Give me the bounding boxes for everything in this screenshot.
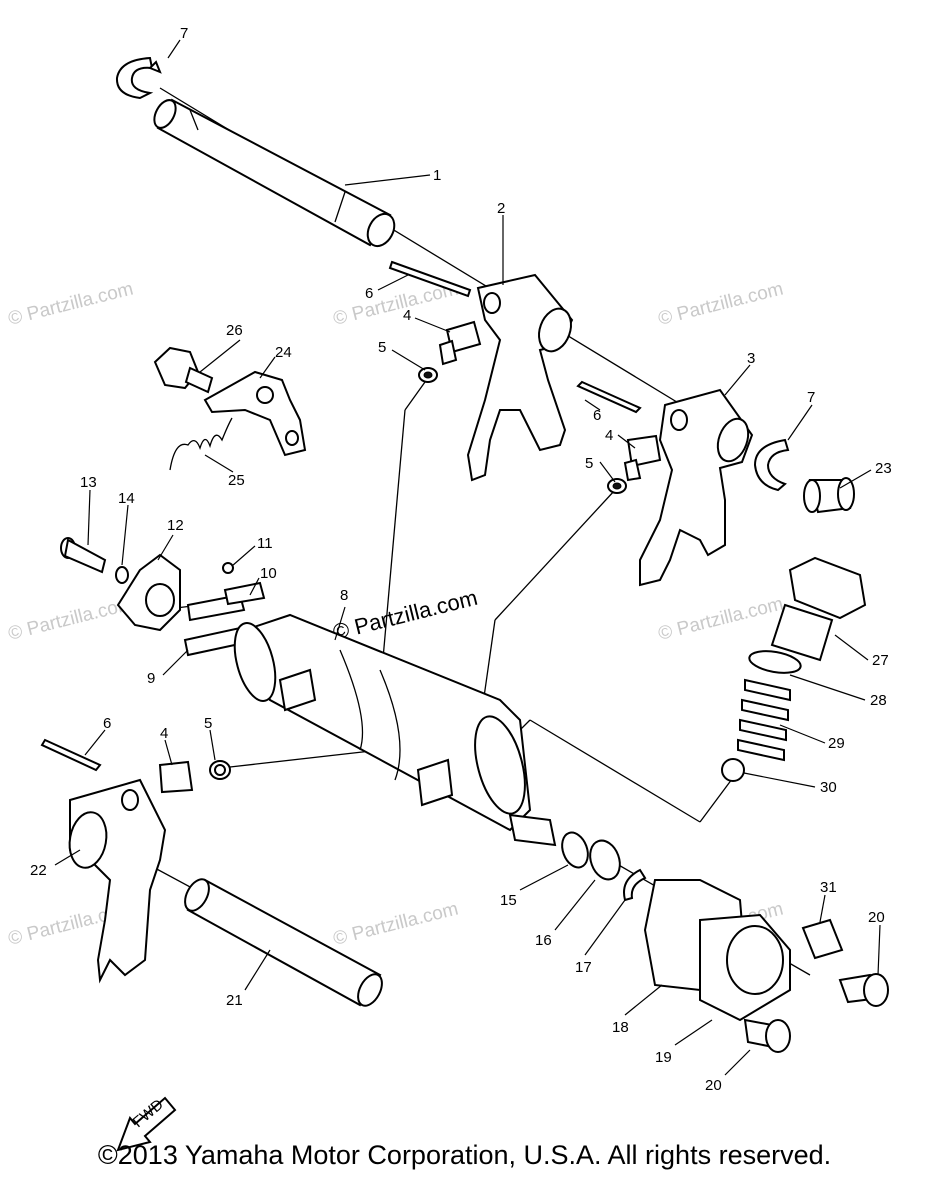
callout-19: 19 [655,1049,672,1066]
leader-lines [54,39,881,1076]
callout-22: 22 [30,862,47,879]
callout-17: 17 [575,959,592,976]
watermark: © Partzilla.com [656,594,785,645]
callout-29: 29 [828,735,845,752]
spring-29 [737,678,791,762]
ball-30 [721,758,745,782]
stopper-bolt [153,346,214,394]
watermark: © Partzilla.com [6,594,135,645]
callout-13: 13 [80,474,97,491]
callout-2: 2 [497,200,505,217]
callout-26: 26 [226,322,243,339]
collar-16 [589,839,621,881]
callout-3: 3 [747,350,755,367]
callout-6: 6 [103,715,111,732]
callout-14: 14 [118,490,135,507]
callout-27: 27 [872,652,889,669]
roller [209,367,627,780]
callout-16: 16 [535,932,552,949]
callout-20: 20 [705,1077,722,1094]
callout-25: 25 [228,472,245,489]
callout-6: 6 [593,407,601,424]
screw-20 [743,973,889,1053]
callouts: 7 1 2 6 4 5 3 6 4 5 7 23 26 24 25 13 14 … [30,25,892,1094]
callout-5: 5 [204,715,212,732]
segment-plate-12 [116,553,181,632]
shift-fork-3 [639,388,754,587]
stopper-lever [203,370,307,457]
shift-drum [233,613,557,847]
shift-fork-22 [68,778,167,984]
callout-31: 31 [820,879,837,896]
washer-15 [561,831,589,869]
circlip-17 [623,868,647,902]
end-cap-23 [803,477,855,514]
watermark: © Partzilla.com [331,899,460,950]
cover-19 [699,913,791,1022]
washer-14 [115,566,129,584]
callout-7: 7 [807,389,815,406]
shift-fork-shaft-21 [184,878,383,1007]
callout-23: 23 [875,460,892,477]
callout-30: 30 [820,779,837,796]
circlip-right [753,438,790,492]
bolt-13 [60,537,107,574]
callout-21: 21 [226,992,243,1009]
callout-5: 5 [585,455,593,472]
callout-28: 28 [870,692,887,709]
callout-9: 9 [147,670,155,687]
callout-7: 7 [180,25,188,42]
copyright-notice: ©2013 Yamaha Motor Corporation, U.S.A. A… [97,1140,832,1170]
return-spring [169,417,233,471]
callout-10: 10 [260,565,277,582]
guide-pin [158,320,662,794]
cotter-pin [40,260,642,772]
circlip-top [115,56,162,100]
callout-20: 20 [868,909,885,926]
callout-15: 15 [500,892,517,909]
clamp-31 [801,918,844,960]
watermark: © Partzilla.com [6,279,135,330]
gasket-28 [748,650,802,674]
callout-12: 12 [167,517,184,534]
callout-18: 18 [612,1019,629,1036]
watermark-center: © Partzilla.com [330,585,480,645]
callout-24: 24 [275,344,292,361]
shift-fork-2 [466,273,574,482]
callout-6: 6 [365,285,373,302]
callout-11: 11 [257,535,273,552]
callout-4: 4 [160,725,168,742]
callout-8: 8 [340,587,348,604]
callout-1: 1 [433,167,441,184]
watermark: © Partzilla.com [656,279,785,330]
shift-fork-shaft [153,98,396,248]
callout-5: 5 [378,339,386,356]
callout-4: 4 [605,427,613,444]
plug-bolt-27 [770,556,867,662]
callout-4: 4 [403,307,411,324]
